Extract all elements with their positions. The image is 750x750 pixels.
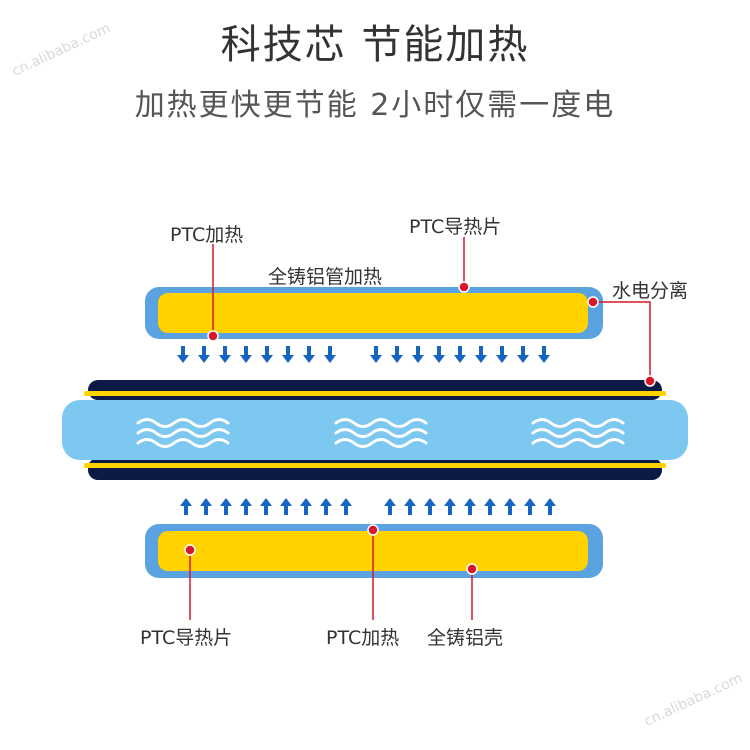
arrow-up-icon [524,498,536,515]
heat-arrows-down [177,346,550,363]
arrow-up-icon [464,498,476,515]
label-cast-shell: 全铸铝壳 [427,627,504,649]
label-ptc-conductor-top: PTC导热片 [409,216,502,238]
arrow-down-icon [538,346,550,363]
arrow-up-icon [444,498,456,515]
arrow-down-icon [433,346,445,363]
heat-arrows-up [180,498,556,515]
arrow-down-icon [517,346,529,363]
label-ptc-conductor-bottom: PTC导热片 [140,627,233,649]
arrow-down-icon [324,346,336,363]
arrow-down-icon [475,346,487,363]
label-ptc-heating-top: PTC加热 [170,224,244,246]
arrow-down-icon [240,346,252,363]
arrow-up-icon [260,498,272,515]
label-water-power-separation: 水电分离 [612,280,689,302]
marker-water-power-tube [644,375,656,387]
arrow-up-icon [504,498,516,515]
arrow-up-icon [300,498,312,515]
arrow-down-icon [391,346,403,363]
label-cast-tube-heating: 全铸铝管加热 [268,266,383,288]
arrow-up-icon [544,498,556,515]
top-plate-ptc-core [158,293,588,333]
arrow-up-icon [340,498,352,515]
marker-ptc-heating-bottom [367,524,379,536]
wave-group-center [334,418,428,448]
wave-group-right [531,418,625,448]
arrow-up-icon [484,498,496,515]
page-subtitle: 加热更快更节能 2小时仅需一度电 [134,88,616,123]
arrow-down-icon [219,346,231,363]
arrow-down-icon [261,346,273,363]
arrow-down-icon [454,346,466,363]
arrow-down-icon [282,346,294,363]
wave-group-left [136,418,230,448]
tube-bottom-yellow-line [84,463,666,468]
tube-top-yellow-line [84,391,666,396]
arrow-up-icon [320,498,332,515]
arrow-up-icon [280,498,292,515]
marker-ptc-conductor-bottom [184,544,196,556]
page-title: 科技芯 节能加热 [220,22,530,68]
arrow-down-icon [198,346,210,363]
water-waves [136,418,625,448]
marker-water-power-top [587,296,599,308]
marker-ptc-heating-top [207,330,219,342]
marker-cast-shell [466,563,478,575]
arrow-down-icon [412,346,424,363]
leader-water-power-separation [598,301,651,381]
arrow-up-icon [424,498,436,515]
arrow-up-icon [220,498,232,515]
arrow-down-icon [496,346,508,363]
label-ptc-heating-bottom: PTC加热 [326,627,400,649]
arrow-up-icon [384,498,396,515]
tube-bottom-wall [88,458,662,480]
arrow-down-icon [370,346,382,363]
arrow-up-icon [240,498,252,515]
tube-top-wall [88,380,662,400]
arrow-down-icon [303,346,315,363]
arrow-up-icon [200,498,212,515]
marker-ptc-conductor-top [458,281,470,293]
arrow-up-icon [404,498,416,515]
arrow-down-icon [177,346,189,363]
arrow-up-icon [180,498,192,515]
